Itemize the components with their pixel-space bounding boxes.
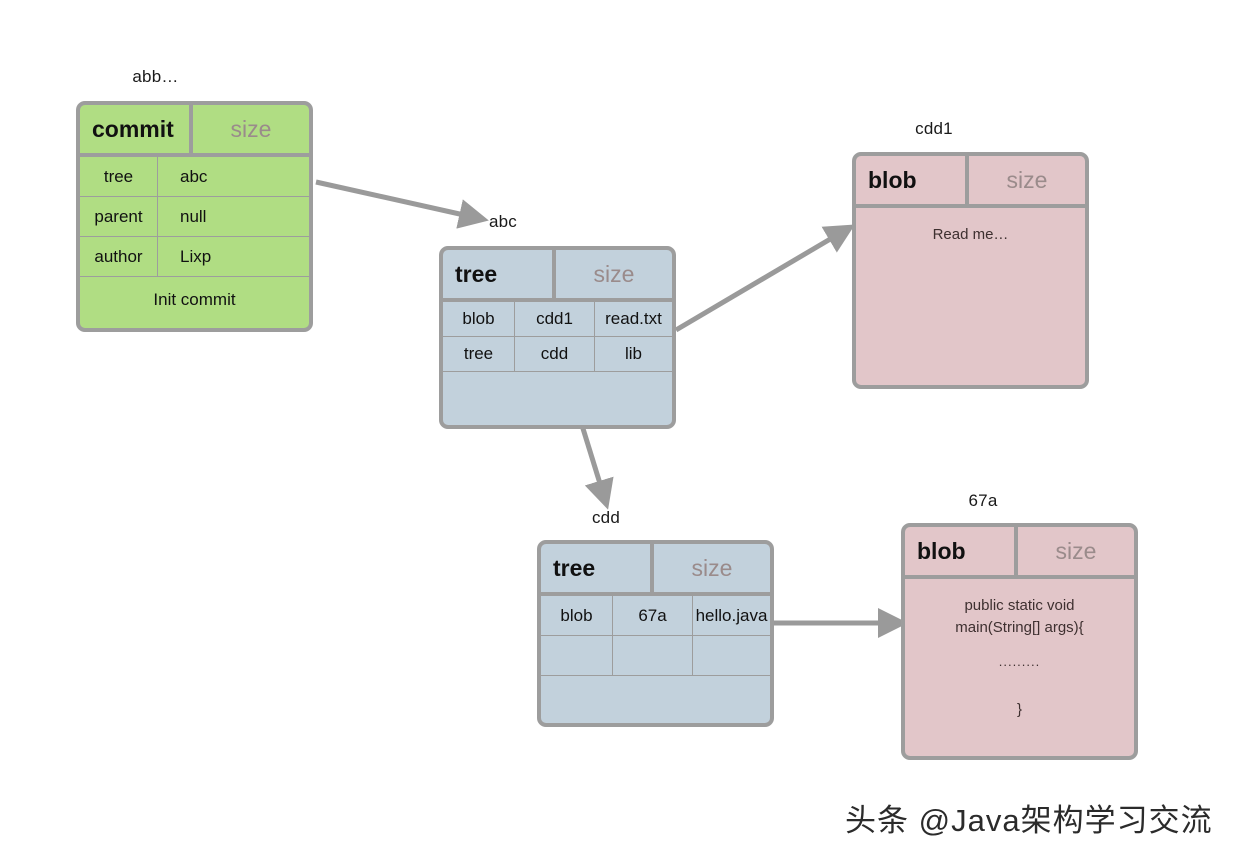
- commit-field-value: abc: [180, 166, 208, 186]
- tree-abc-entry-row-empty: [443, 372, 672, 412]
- tree-cdd-size-cell: size: [691, 554, 733, 581]
- tree-abc-size-cell: size: [593, 260, 635, 287]
- tree-entry-hash: [613, 636, 693, 675]
- tree-entry-hash: 67a: [613, 596, 693, 635]
- tree-entry-empty: [443, 372, 672, 412]
- tree-entry-name: [693, 636, 770, 675]
- blob-67a-content: public static void main(String[] args){ …: [905, 579, 1134, 721]
- blob-67a-code-line-2: main(String[] args){: [955, 619, 1084, 636]
- blob-cdd1-header-row: blob size: [856, 156, 1085, 208]
- tree-abc-node[interactable]: tree size blob cdd1 read.txt tree cdd li…: [439, 246, 676, 429]
- commit-field-value: Lixp: [180, 246, 212, 266]
- blob-67a-code-line-1: public static void: [964, 597, 1075, 614]
- tree-entry-hash: cdd: [515, 337, 595, 371]
- commit-node-label: abb…: [132, 67, 179, 86]
- blob-67a-type-cell: blob: [905, 527, 1018, 575]
- edge-tree-abc-to-blob-cdd1: [674, 224, 856, 333]
- blob-67a-code-ellipsis: .........: [998, 654, 1041, 669]
- blob-cdd1-content: Read me…: [856, 208, 1085, 246]
- commit-size-cell: size: [230, 115, 272, 142]
- blob-cdd1-size-cell: size: [1006, 166, 1048, 193]
- blob-cdd1-type-cell: blob: [856, 156, 969, 204]
- blob-cdd1-node-label: cdd1: [915, 119, 953, 138]
- blob-67a-node-label: 67a: [968, 491, 998, 510]
- blob-67a-header-row: blob size: [905, 527, 1134, 579]
- tree-cdd-type-cell: tree: [541, 544, 654, 592]
- commit-message-row: Init commit: [153, 290, 236, 309]
- blob-cdd1-node[interactable]: blob size Read me…: [852, 152, 1089, 389]
- tree-cdd-entry-row-empty: [541, 676, 770, 716]
- tree-entry-kind: blob: [443, 302, 515, 336]
- tree-cdd-node-label: cdd: [591, 508, 620, 527]
- tree-abc-node-label: abc: [488, 212, 517, 231]
- commit-field-value: null: [180, 206, 207, 226]
- tree-entry-hash: cdd1: [515, 302, 595, 336]
- blob-cdd1-content-line: Read me…: [932, 226, 1009, 243]
- tree-abc-header-row: tree size: [443, 250, 672, 302]
- edge-commit-to-tree-abc: [315, 179, 489, 229]
- blob-67a-size-cell: size: [1055, 537, 1097, 564]
- blob-67a-node[interactable]: blob size public static void main(String…: [901, 523, 1138, 760]
- tree-entry-kind: [541, 636, 613, 675]
- tree-cdd-entry-row-empty: [541, 636, 770, 676]
- commit-field-key: author: [80, 237, 158, 276]
- tree-abc-type-cell: tree: [443, 250, 556, 298]
- commit-field-row: tree abc: [80, 157, 309, 197]
- tree-abc-entry-row: tree cdd lib: [443, 337, 672, 372]
- tree-cdd-node[interactable]: tree size blob 67a hello.java: [537, 540, 774, 727]
- commit-node[interactable]: commit size tree abc parent null author …: [76, 101, 313, 332]
- tree-cdd-header-row: tree size: [541, 544, 770, 596]
- commit-type-cell: commit: [80, 105, 193, 153]
- commit-field-row: author Lixp: [80, 237, 309, 277]
- watermark-text: 头条 @Java架构学习交流: [845, 803, 1213, 838]
- tree-cdd-entry-row: blob 67a hello.java: [541, 596, 770, 636]
- commit-field-key: tree: [80, 157, 158, 196]
- commit-field-row: parent null: [80, 197, 309, 237]
- commit-header-row: commit size: [80, 105, 309, 157]
- tree-entry-kind: tree: [443, 337, 515, 371]
- tree-entry-name: read.txt: [605, 309, 662, 328]
- tree-abc-entry-row: blob cdd1 read.txt: [443, 302, 672, 337]
- tree-entry-name: lib: [624, 344, 642, 363]
- tree-entry-kind: blob: [541, 596, 613, 635]
- commit-field-key: parent: [80, 197, 158, 236]
- blob-67a-code-close-brace: }: [1016, 701, 1022, 718]
- tree-entry-empty: [541, 676, 770, 716]
- tree-entry-name: hello.java: [695, 605, 768, 625]
